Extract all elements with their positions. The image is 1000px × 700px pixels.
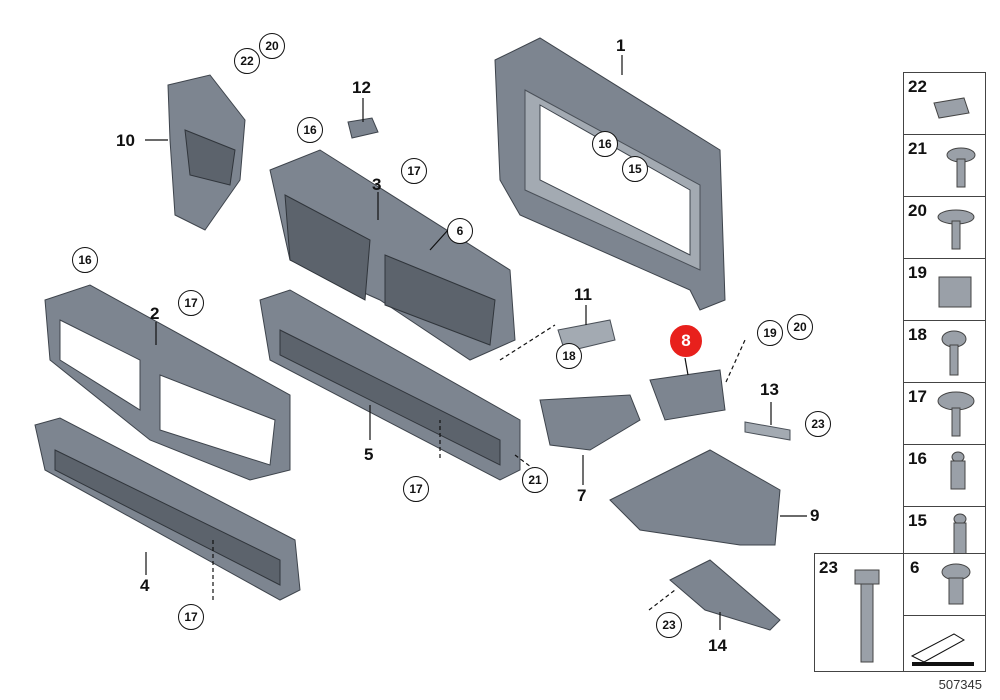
legend-18: 18 <box>903 320 986 384</box>
legend-arrow <box>903 615 986 672</box>
callout-22: 22 <box>234 48 260 74</box>
part-12-clip <box>347 117 379 139</box>
legend-6: 6 <box>903 553 986 617</box>
label-part-9: 9 <box>810 506 820 525</box>
legend-22: 22 <box>903 72 986 136</box>
callout-16: 16 <box>297 117 323 143</box>
part-4-bar <box>34 417 301 601</box>
callout-8-highlight[interactable]: 8 <box>670 325 702 357</box>
reference-number: 507345 <box>938 677 982 692</box>
callout-6: 6 <box>447 218 473 244</box>
label-part-14: 14 <box>708 636 727 655</box>
label-part-3: 3 <box>372 175 382 194</box>
callout-18: 18 <box>556 343 582 369</box>
callout-21: 21 <box>522 467 548 493</box>
part-9-guide <box>609 449 781 546</box>
callout-15: 15 <box>622 156 648 182</box>
callout-17c: 17 <box>403 476 429 502</box>
part-8-duct <box>649 369 726 421</box>
callout-20b: 20 <box>787 314 813 340</box>
legend-21: 21 <box>903 134 986 198</box>
label-part-4: 4 <box>140 576 150 595</box>
part-14-bracket <box>669 559 781 631</box>
legend-19: 19 <box>903 258 986 322</box>
legend-20: 20 <box>903 196 986 260</box>
label-part-11: 11 <box>574 285 592 304</box>
part-3-grille <box>269 149 516 361</box>
label-part-5: 5 <box>364 445 374 464</box>
legend-16: 16 <box>903 444 986 508</box>
label-part-1: 1 <box>616 36 626 55</box>
part-2-frame <box>44 284 291 481</box>
label-part-7: 7 <box>577 486 587 505</box>
callout-17: 17 <box>401 158 427 184</box>
label-part-12: 12 <box>352 78 371 97</box>
callout-23: 23 <box>805 411 831 437</box>
callout-23b: 23 <box>656 612 682 638</box>
part-1-frame <box>494 37 726 311</box>
part-7-duct <box>539 394 641 451</box>
legend-23: 23 <box>814 553 904 672</box>
legend-17: 17 <box>903 382 986 446</box>
label-part-2: 2 <box>150 304 160 323</box>
part-13-bracket <box>744 421 791 441</box>
label-part-10: 10 <box>116 131 135 150</box>
callout-16b: 16 <box>72 247 98 273</box>
callout-17d: 17 <box>178 604 204 630</box>
callout-16c: 16 <box>592 131 618 157</box>
callout-19: 19 <box>757 320 783 346</box>
callout-17b: 17 <box>178 290 204 316</box>
label-part-13: 13 <box>760 380 779 399</box>
part-5-bar <box>259 289 521 481</box>
part-10-duct <box>167 74 246 231</box>
callout-20: 20 <box>259 33 285 59</box>
